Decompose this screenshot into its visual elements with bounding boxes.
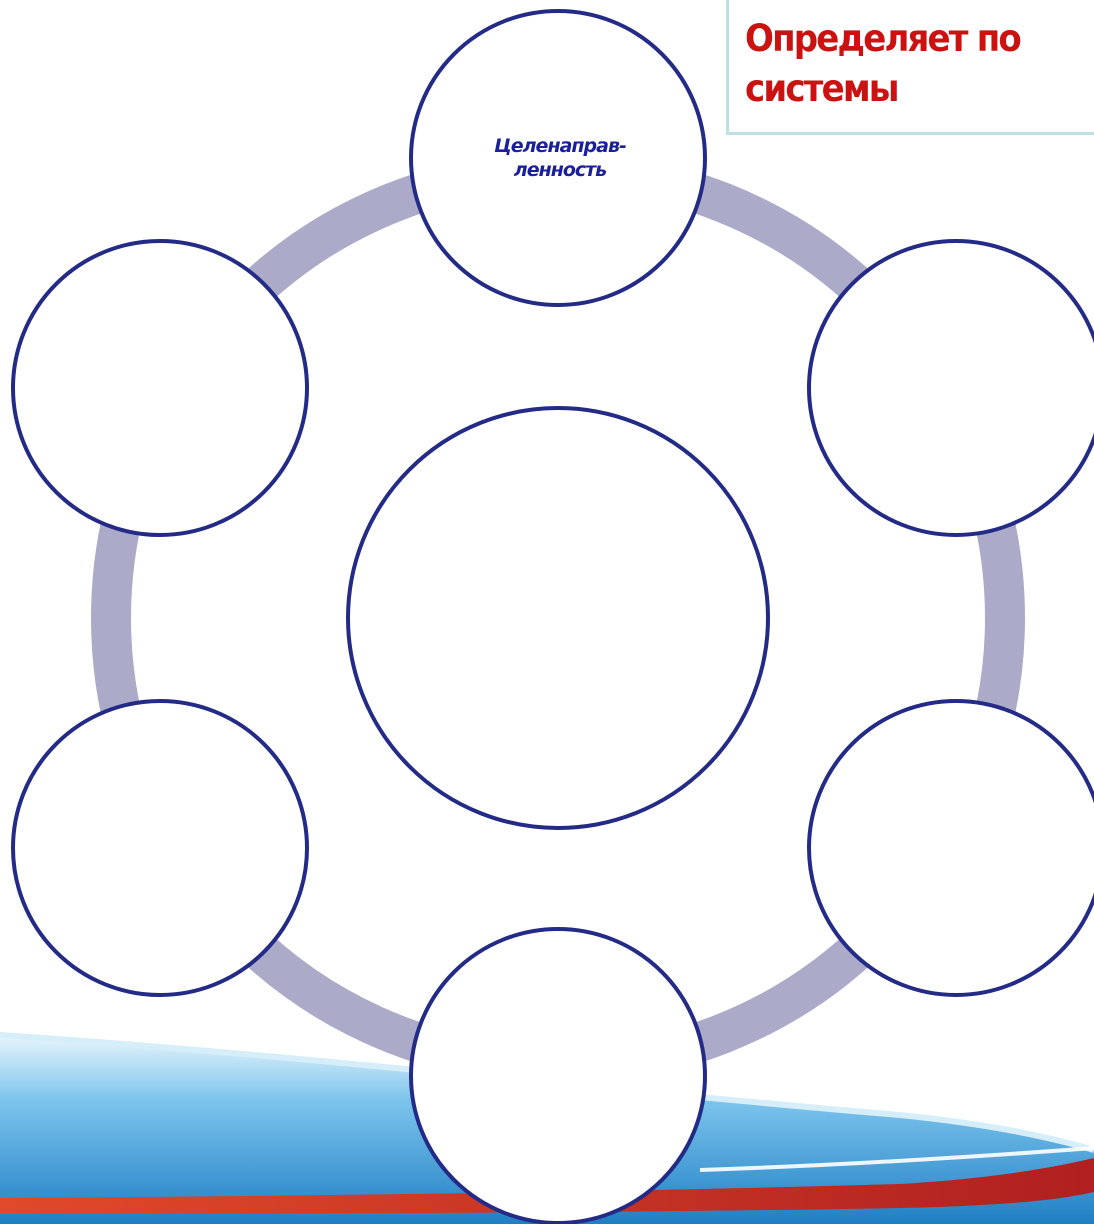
node-top-label: Целенаправ- ленность bbox=[420, 134, 700, 182]
node-upper-left bbox=[13, 241, 307, 535]
node-center bbox=[348, 408, 768, 828]
node-lower-left bbox=[13, 701, 307, 995]
node-upper-right bbox=[809, 241, 1094, 535]
callout-text: Определяет по системы bbox=[745, 14, 1020, 114]
callout-box: Определяет по системы bbox=[726, 0, 1094, 135]
node-bottom bbox=[411, 929, 705, 1223]
node-lower-right bbox=[809, 701, 1094, 995]
